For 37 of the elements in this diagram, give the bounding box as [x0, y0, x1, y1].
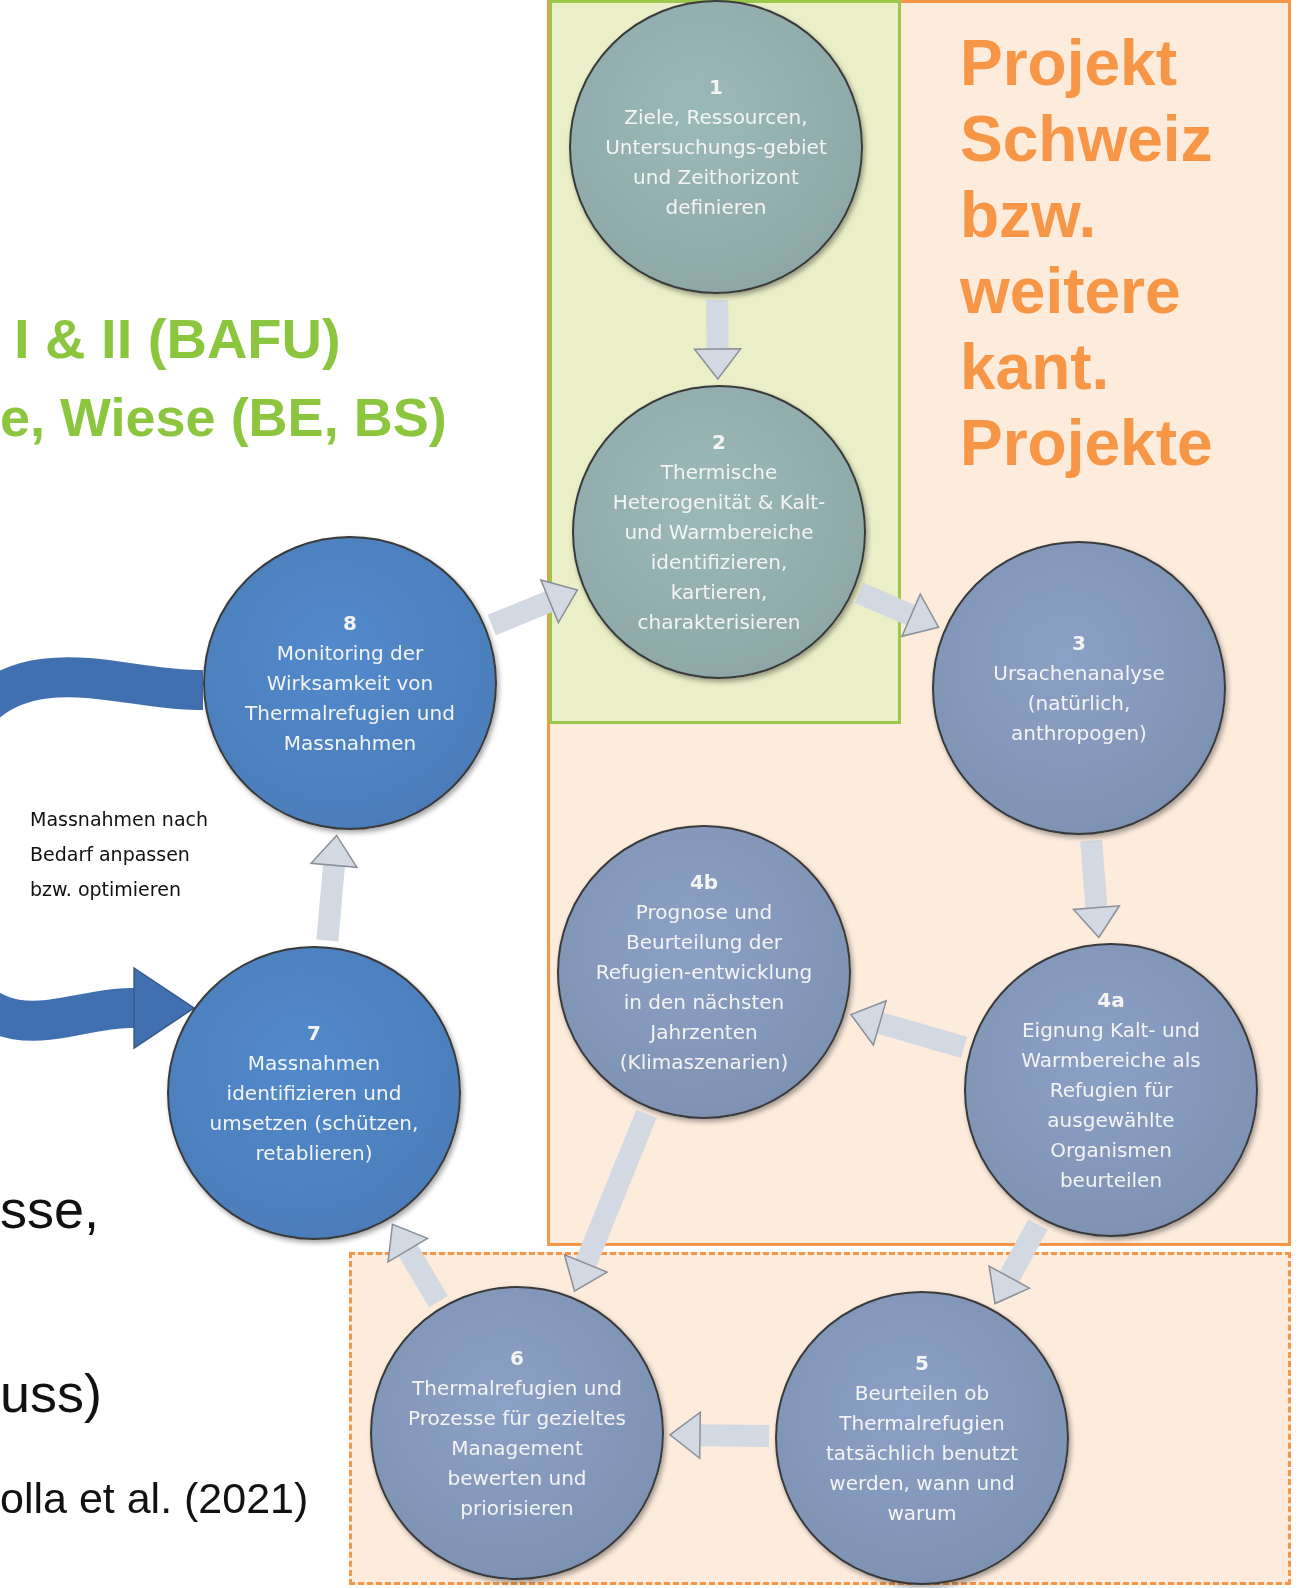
- title-text: e, Wiese (BE, BS): [0, 386, 447, 448]
- block-arrow: [988, 1219, 1048, 1305]
- step-number: 5: [915, 1350, 929, 1377]
- step-number: 4a: [1097, 987, 1125, 1014]
- block-arrow: [850, 1000, 968, 1058]
- step-text: Thermalrefugien und Prozesse für gezieltes Management bewerten und priorisieren: [407, 1375, 627, 1522]
- block-arrow: [693, 299, 742, 380]
- step-number: 6: [510, 1345, 524, 1372]
- block-arrow: [669, 1411, 770, 1459]
- step-text: Eignung Kalt- und Warmbereiche als Refugien für ausgewählte Organismen beurteilen: [1020, 1017, 1202, 1194]
- block-arrow: [1072, 839, 1121, 939]
- heading: Projekt Schweiz bzw. weitere kant. Projekte: [960, 26, 1214, 481]
- region-box: [549, 0, 901, 724]
- step-text: Monitoring der Wirksamkeit von Thermalrefugien und Massnahmen: [244, 640, 456, 757]
- body-text: olla et al. (2021): [0, 1474, 309, 1523]
- body-text: uss): [0, 1362, 102, 1424]
- block-arrow: [855, 582, 940, 638]
- block-arrow: [387, 1223, 448, 1308]
- step-number: 7: [307, 1020, 321, 1047]
- body-text: sse,: [0, 1178, 100, 1240]
- block-arrow: [563, 1109, 657, 1292]
- step-text: Ziele, Ressourcen, Untersuchungs-gebiet und Zeithorizont definieren: [604, 104, 828, 221]
- block-arrow: [487, 579, 579, 636]
- step-text: Beurteilen ob Thermalrefugien tatsächlich benutzt werden, wann und warum: [825, 1380, 1019, 1527]
- title-text: I & II (BAFU): [14, 306, 341, 371]
- block-arrow: [310, 834, 358, 942]
- step-number: 3: [1072, 630, 1086, 657]
- step-number: 8: [343, 610, 357, 637]
- region-box: [349, 1252, 1291, 1585]
- step-text: Thermische Heterogenität & Kalt- und Warmbereiche identifizieren, kartieren, charakterisieren: [611, 459, 827, 636]
- step-text: Prognose und Beurteilung der Refugien-entwicklung in den nächsten Jahrzenten (Klimaszenarien): [594, 899, 814, 1076]
- region-box: [547, 0, 1291, 1246]
- step-text: Massnahmen identifizieren und umsetzen (schützen, retablieren): [208, 1050, 420, 1167]
- step-text: Ursachenanalyse (natürlich, anthropogen): [992, 660, 1166, 747]
- step-number: 4b: [689, 869, 719, 896]
- step-number: 1: [709, 74, 723, 101]
- step-number: 2: [712, 429, 726, 456]
